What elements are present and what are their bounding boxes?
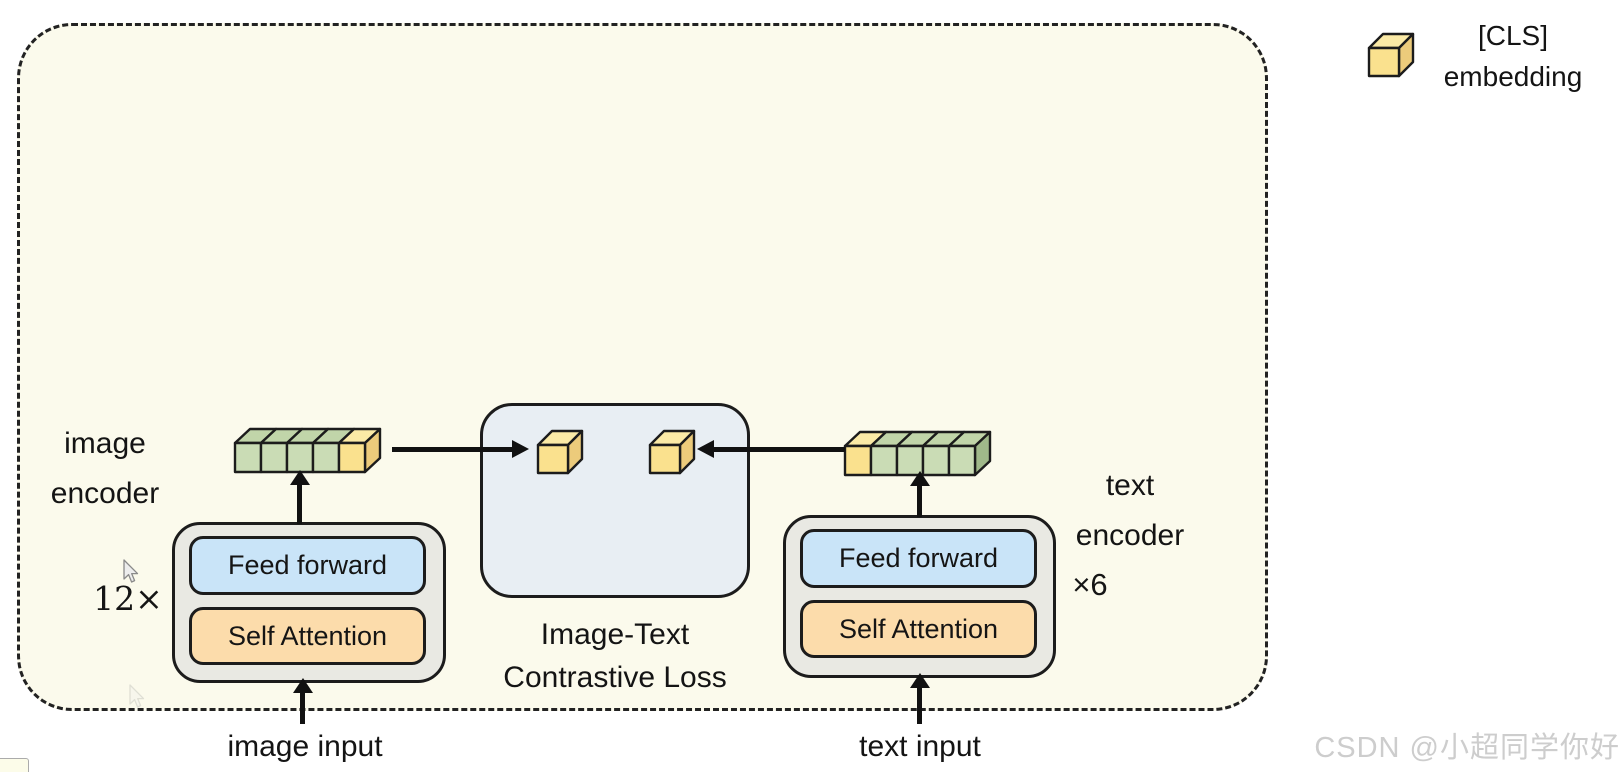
image-feed-forward-box: Feed forward [189, 536, 426, 595]
watermark: CSDN @小超同学你好 [1314, 732, 1620, 764]
text-self-attention-box: Self Attention [800, 600, 1037, 658]
image-encoder-multiplier: 12× [93, 579, 163, 618]
image-token-strip [231, 427, 384, 481]
arrow-image-tokens-to-loss-head [512, 440, 529, 458]
arrow-text-input-line [917, 686, 922, 724]
arrow-text-tokens-to-loss-head [697, 440, 714, 458]
arrow-text-encoder-to-tokens-head [910, 471, 930, 486]
arrow-image-input-line [300, 691, 305, 724]
cls-embedding-legend-icon [1366, 32, 1417, 85]
image-self-attention-box: Self Attention [189, 607, 426, 665]
cls-embedding-legend-label: [CLS] embedding [1408, 15, 1618, 97]
contrastive-loss-box [480, 403, 750, 598]
arrow-image-encoder-to-tokens-line [297, 483, 302, 524]
mouse-cursor [123, 559, 139, 583]
arrow-text-encoder-to-tokens-line [917, 484, 922, 517]
text-encoder-block: Feed forward Self Attention [783, 515, 1056, 678]
text-encoder-label: text encoder [1075, 469, 1185, 552]
text-encoder-multiplier: ×6 [1072, 567, 1108, 602]
image-input-label: image input [227, 730, 383, 763]
corner-artifact [0, 758, 29, 772]
loss-text-cls-cube [647, 429, 698, 482]
loss-image-cls-cube [535, 429, 586, 482]
text-token-strip [841, 430, 994, 484]
text-feed-forward-box: Feed forward [800, 529, 1037, 588]
image-encoder-block: Feed forward Self Attention [172, 522, 446, 683]
arrow-text-input-head [910, 673, 930, 688]
arrow-image-input-head [293, 678, 313, 693]
ghost-cursor-icon [129, 684, 145, 708]
arrow-text-tokens-to-loss-line [714, 447, 845, 452]
legend-line2: embedding [1443, 61, 1583, 92]
arrow-image-encoder-to-tokens-head [290, 470, 310, 485]
text-input-label: text input [859, 730, 981, 763]
arrow-image-tokens-to-loss-line [392, 447, 513, 452]
image-encoder-label: image encoder [50, 427, 160, 510]
legend-line1: [CLS] [1477, 20, 1549, 51]
contrastive-loss-label: Image-Text Contrastive Loss [503, 618, 727, 694]
